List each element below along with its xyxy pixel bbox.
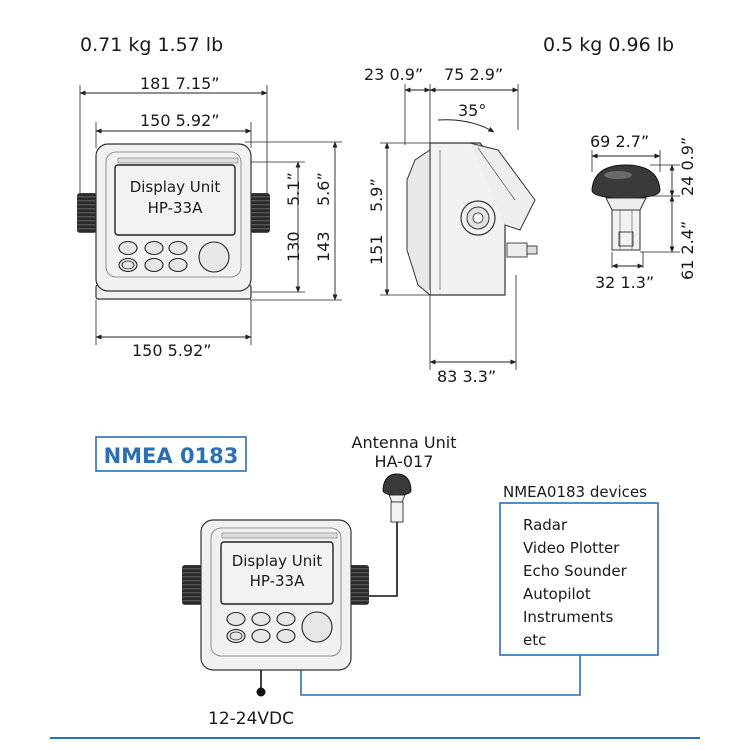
devices-list: Radar Video Plotter Echo Sounder Autopil… — [523, 516, 628, 649]
device-item: Echo Sounder — [523, 562, 628, 580]
front-screen-line1: Display Unit — [130, 178, 221, 196]
dim-antenna-dome: 24 0.9” — [678, 137, 697, 196]
devices-box — [499, 502, 659, 656]
protocol-badge — [95, 436, 247, 472]
front-screen-line2: HP-33A — [148, 199, 203, 217]
dim-antenna-width: 69 2.7” — [590, 132, 649, 151]
wiring-screen-line1: Display Unit — [232, 552, 323, 570]
front-view: 181 7.15” 150 5.92” 150 5.92” 130 5.1” 1… — [77, 74, 342, 360]
bracket-knob-left — [77, 193, 97, 233]
dim-side-b: 75 2.9” — [444, 65, 503, 84]
antenna-dome-icon — [591, 164, 661, 199]
dim-side-height: 151 — [367, 234, 386, 265]
antenna-view: 69 2.7” 32 1.3” 24 0.9” 61 2.4” — [590, 132, 697, 292]
wiring-screen — [220, 541, 334, 605]
display-weight: 0.71 kg 1.57 lb — [80, 34, 223, 56]
dim-side-height-in: 5.9” — [367, 178, 386, 212]
wiring-knob-right — [349, 565, 369, 605]
power-terminal — [256, 687, 266, 697]
angle-label: 35° — [458, 101, 486, 120]
device-item: Instruments — [523, 608, 614, 626]
protocol-label: NMEA 0183 — [104, 444, 239, 468]
dim-front-width: 150 5.92” — [140, 111, 220, 130]
dim-outer-height-in: 5.6” — [314, 172, 333, 206]
dim-antenna-total: 61 2.4” — [678, 221, 697, 280]
side-view: 23 0.9” 75 2.9” 35° 151 5.9” 83 3.3” — [364, 65, 538, 386]
dim-inner-height: 130 — [284, 231, 303, 262]
dim-outer-height: 143 — [314, 231, 333, 262]
antenna-icon — [382, 473, 412, 496]
antenna-weight: 0.5 kg 0.96 lb — [543, 34, 674, 56]
dim-base-width: 150 5.92” — [132, 341, 212, 360]
bracket-knob-right — [250, 193, 270, 233]
front-screen — [114, 164, 236, 236]
device-item: Video Plotter — [523, 539, 620, 557]
antenna-unit-label: Antenna Unit — [352, 433, 457, 452]
antenna-unit-model: HA-017 — [375, 452, 434, 471]
wiring-diagram: NMEA 0183 Antenna Unit HA-017 Display Un… — [95, 433, 659, 729]
device-item: Radar — [523, 516, 568, 534]
dim-side-a: 23 0.9” — [364, 65, 423, 84]
wiring-knob-left — [182, 565, 202, 605]
dim-inner-height-in: 5.1” — [284, 172, 303, 206]
device-item: Autopilot — [523, 585, 591, 603]
power-label: 12-24VDC — [208, 709, 294, 729]
dim-side-depth: 83 3.3” — [437, 367, 496, 386]
devices-title: NMEA0183 devices — [503, 483, 647, 501]
dim-bracket-width: 181 7.15” — [140, 74, 220, 93]
dim-antenna-base: 32 1.3” — [595, 273, 654, 292]
wiring-screen-line2: HP-33A — [250, 572, 305, 590]
device-item: etc — [523, 631, 546, 649]
